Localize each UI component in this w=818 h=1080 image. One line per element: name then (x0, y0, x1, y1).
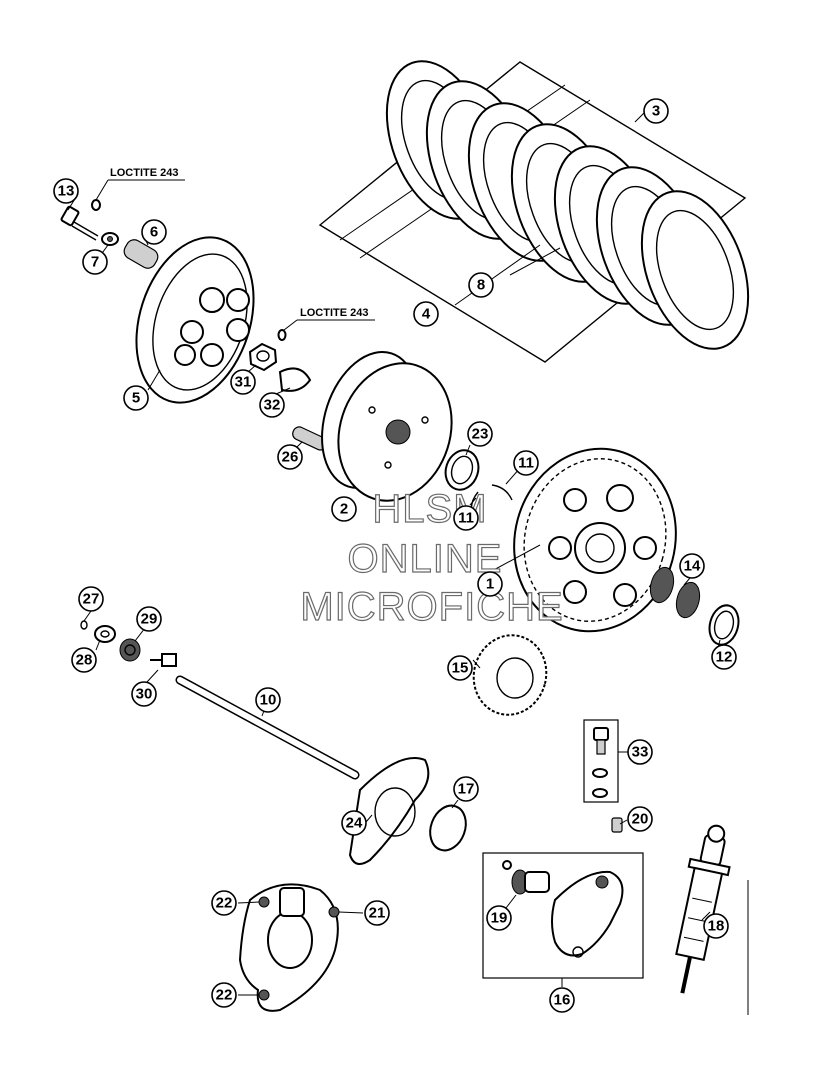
cover-gasket (348, 757, 430, 865)
callout-7-label: 7 (91, 254, 99, 271)
screw-assembly (60, 179, 185, 269)
callout-22-upper-label: 22 (216, 895, 233, 912)
callout-27: 27 (78, 586, 104, 612)
push-rod-parts (80, 620, 177, 667)
callout-16: 16 (549, 987, 575, 1013)
thrust-washer-inner (450, 455, 474, 485)
callout-28: 28 (71, 647, 97, 673)
callout-23-label: 23 (472, 426, 489, 443)
cover-gasket-hole (374, 787, 416, 837)
callout-2-label: 2 (340, 501, 348, 518)
callout-26: 26 (277, 444, 303, 470)
callout-33-label: 33 (632, 744, 649, 761)
callout-27-label: 27 (83, 591, 100, 608)
callout-29-label: 29 (141, 611, 158, 628)
callout-18-label: 18 (708, 918, 725, 935)
callout-8-label: 8 (477, 277, 485, 294)
callout-14-label: 14 (684, 558, 701, 575)
callout-19-label: 19 (491, 910, 508, 927)
clutch-plate-stack (318, 60, 750, 363)
callout-19: 19 (486, 905, 512, 931)
callout-24-label: 24 (346, 815, 363, 832)
callout-30-label: 30 (136, 686, 153, 703)
callout-16-label: 16 (554, 992, 571, 1009)
callout-30: 30 (131, 681, 157, 707)
callout-22-upper: 22 (211, 890, 237, 916)
callout-20: 20 (627, 806, 653, 832)
callout-22-lower: 22 (211, 982, 237, 1008)
callout-18: 18 (703, 913, 729, 939)
callout-29: 29 (136, 606, 162, 632)
spacer-washer-inner (713, 610, 735, 640)
bolt-kit (583, 719, 619, 803)
clutch-basket (513, 447, 677, 633)
callout-10-label: 10 (260, 692, 277, 709)
callout-13: 13 (53, 178, 79, 204)
callout-33: 33 (627, 739, 653, 765)
callout-20-label: 20 (632, 811, 649, 828)
callout-32: 32 (259, 392, 285, 418)
callout-11-lower-label: 11 (458, 510, 474, 527)
callout-10: 10 (255, 687, 281, 713)
callout-28-label: 28 (76, 652, 93, 669)
bleed-screw (611, 817, 623, 833)
pressure-plate (135, 236, 255, 404)
case-cover (238, 883, 340, 1012)
watermark-line-3: MICROFICHE (300, 585, 563, 629)
callout-2: 2 (331, 496, 357, 522)
primary-gear (472, 634, 548, 716)
callout-21-label: 21 (369, 905, 386, 922)
callout-13-label: 13 (58, 183, 75, 200)
spacer-washer (708, 604, 740, 646)
callout-6-label: 6 (150, 224, 158, 241)
inner-clutch-hub (321, 350, 453, 502)
circlip-upper (491, 484, 513, 501)
callout-12-label: 12 (716, 649, 733, 666)
callout-11-upper-label: 11 (518, 455, 534, 472)
callout-5: 5 (123, 385, 149, 411)
callout-4: 4 (413, 301, 439, 327)
callout-11-lower: 11 (453, 505, 479, 531)
callout-7: 7 (82, 249, 108, 275)
callout-1-label: 1 (486, 576, 494, 593)
loctite-note-top: LOCTITE 243 (110, 167, 178, 179)
callout-3-label: 3 (652, 103, 660, 120)
needle-bearing-2 (675, 581, 701, 619)
callout-12: 12 (711, 644, 737, 670)
callout-31: 31 (230, 369, 256, 395)
callout-24: 24 (341, 810, 367, 836)
callout-4-label: 4 (422, 306, 431, 323)
callout-17: 17 (453, 776, 479, 802)
callout-23: 23 (467, 421, 493, 447)
o-ring (429, 804, 467, 852)
watermark-line-2: ONLINE (348, 537, 503, 581)
callout-31-label: 31 (235, 374, 252, 391)
grease-syringe (675, 824, 731, 994)
callout-15-label: 15 (452, 660, 469, 677)
callout-14: 14 (679, 553, 705, 579)
watermark: HLSM ONLINE MICROFICHE (300, 486, 564, 629)
loctite-note-mid: LOCTITE 243 (300, 307, 368, 319)
callout-1: 1 (477, 571, 503, 597)
callout-11-upper: 11 (513, 450, 539, 476)
callout-3: 3 (643, 98, 669, 124)
callout-6: 6 (141, 219, 167, 245)
nut-and-lockwasher (248, 319, 375, 392)
callout-26-label: 26 (282, 449, 299, 466)
callout-17-label: 17 (458, 781, 475, 798)
callout-5-label: 5 (132, 390, 140, 407)
callout-15: 15 (447, 655, 473, 681)
needle-bearing-1 (649, 566, 675, 604)
callout-21: 21 (364, 900, 390, 926)
callout-32-label: 32 (264, 397, 281, 414)
push-rod-highlight (177, 677, 358, 778)
callout-22-lower-label: 22 (216, 987, 233, 1004)
callout-8: 8 (468, 272, 494, 298)
